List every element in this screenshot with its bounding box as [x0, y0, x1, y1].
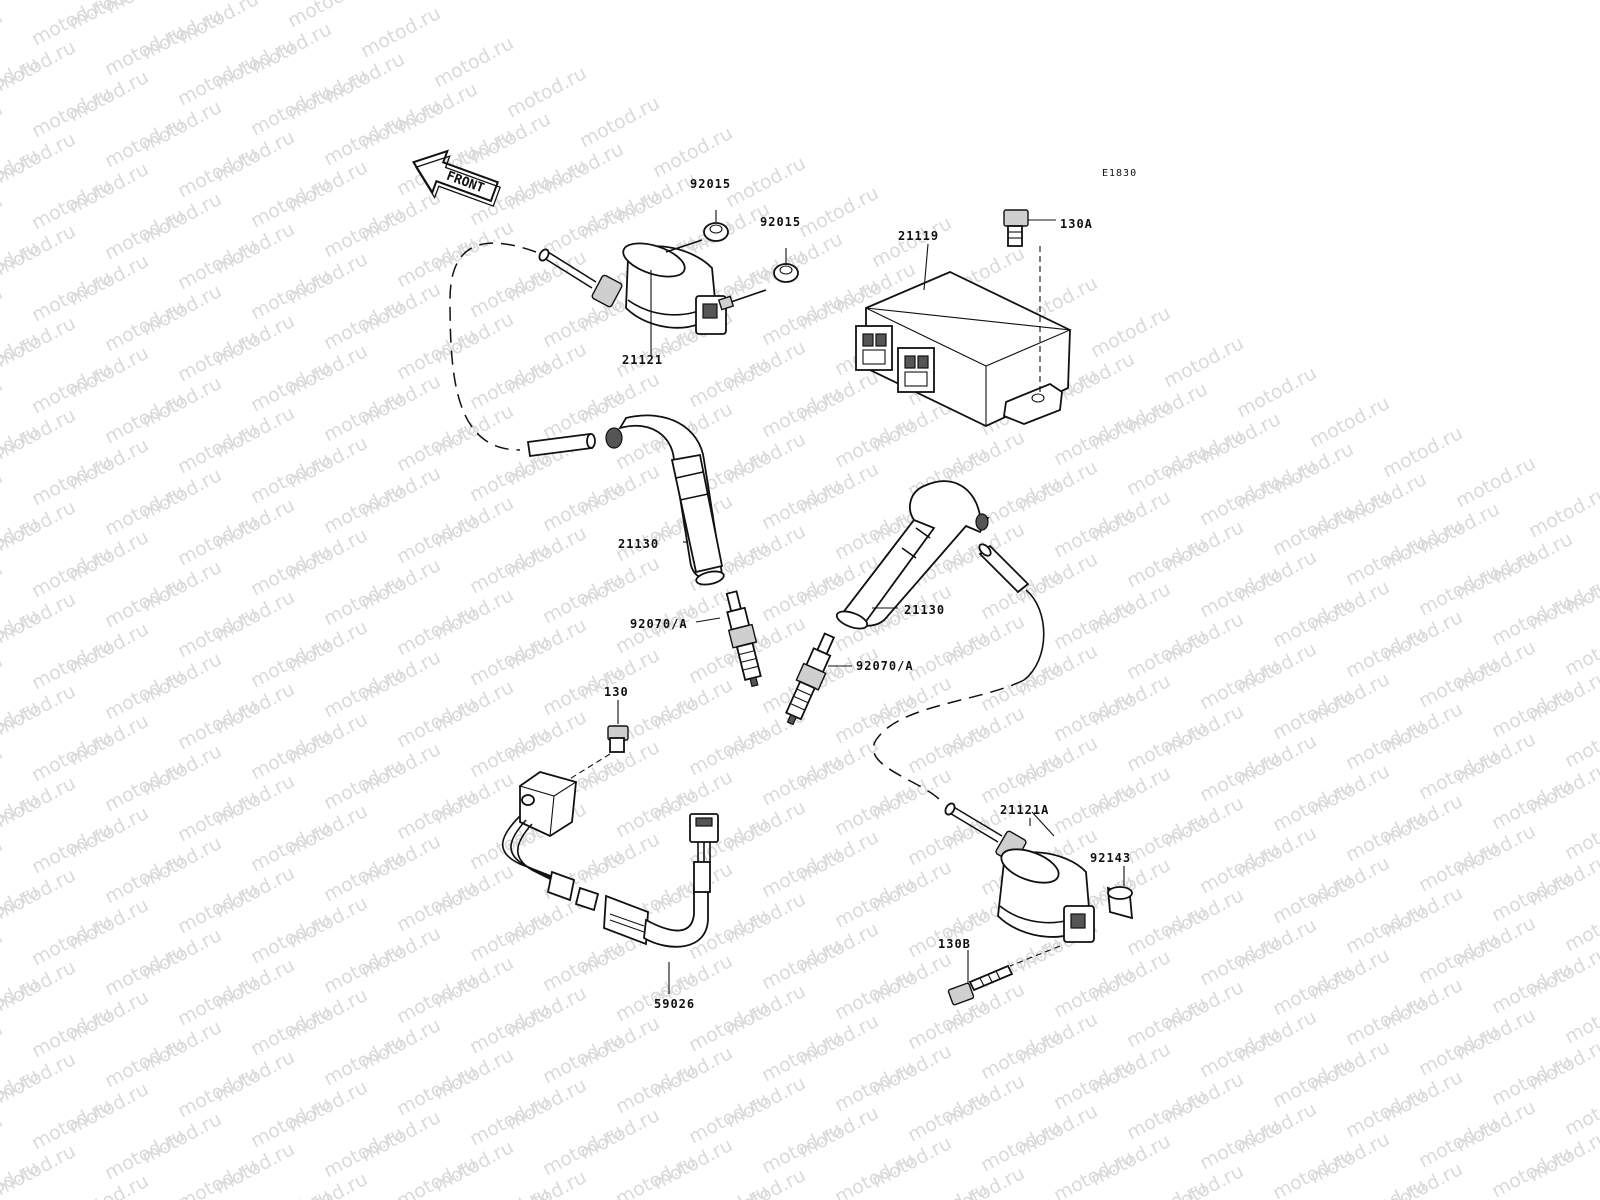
leader-lines: [650, 243, 1031, 826]
watermark-text: motod.ru: [466, 1182, 553, 1200]
label-21121a: 21121A: [1000, 803, 1049, 817]
plug-cap-left: [605, 414, 725, 586]
bolt-130b: [947, 950, 1014, 1006]
watermark-text: motod.ru: [0, 1018, 6, 1078]
label-21119: 21119: [898, 229, 939, 243]
watermark-text: motod.ru: [0, 0, 42, 20]
watermark-text: motod.ru: [0, 972, 42, 1032]
watermark-text: motod.ru: [0, 6, 6, 66]
watermark-text: motod.ru: [0, 144, 42, 204]
label-92070-a: 92070/A: [630, 617, 688, 631]
spark-plug-left: [725, 590, 762, 688]
watermark-text: motod.ru: [0, 282, 6, 342]
watermark-text: motod.ru: [0, 466, 6, 526]
label-130a: 130A: [1060, 217, 1093, 231]
watermark-text: motod.ru: [0, 880, 42, 940]
watermark-text: motod.ru: [0, 420, 42, 480]
watermark-text: motod.ru: [393, 1152, 480, 1200]
plug-cap-right: [835, 480, 990, 630]
watermark-text: motod.ru: [0, 742, 6, 802]
watermark-text: motod.ru: [0, 190, 6, 250]
watermark-text: motod.ru: [247, 1184, 334, 1200]
watermark-text: motod.ru: [0, 0, 79, 4]
label-21130-b: 21130: [904, 603, 945, 617]
label-92143: 92143: [1090, 851, 1131, 865]
watermark-text: motod.ru: [174, 1154, 261, 1200]
watermark-text: motod.ru: [831, 1148, 918, 1200]
watermark-text: motod.ru: [904, 1178, 991, 1200]
bolt-130: [567, 700, 629, 781]
label-92015-a: 92015: [690, 177, 731, 191]
cdi-unit: [855, 246, 1073, 427]
nut-92015-a: [703, 210, 729, 242]
watermark-text: motod.ru: [1123, 1176, 1210, 1200]
watermark-text: motod.ru: [1342, 1174, 1429, 1200]
watermark-text: motod.ru: [0, 98, 6, 158]
part-labels: 92015 92015 21119 130A 21121 21130 21130…: [604, 177, 1131, 1011]
label-92015-b: 92015: [760, 215, 801, 229]
collar-92143: [1106, 866, 1134, 920]
watermark-text: motod.ru: [0, 926, 6, 986]
watermark-text: motod.ru: [0, 328, 42, 388]
watermark-text: motod.ru: [685, 1180, 772, 1200]
watermark-text: motod.ru: [0, 512, 42, 572]
watermark-text: motod.ru: [0, 374, 6, 434]
label-59026: 59026: [654, 997, 695, 1011]
watermark-text: motod.ru: [1561, 1172, 1600, 1200]
watermark-text: motod.ru: [0, 52, 42, 112]
label-21130-a: 21130: [618, 537, 659, 551]
nut-92015-b: [773, 248, 799, 283]
label-130b: 130B: [938, 937, 971, 951]
watermark-text: motod.ru: [0, 788, 42, 848]
pickup-coil-harness: [501, 771, 719, 994]
watermark-text: motod.ru: [612, 1150, 699, 1200]
watermark-text: motod.ru: [0, 604, 42, 664]
label-21121: 21121: [622, 353, 663, 367]
label-130: 130: [604, 685, 629, 699]
ignition-coil-rear: [944, 802, 1095, 967]
watermark-text: motod.ru: [0, 834, 6, 894]
lead-tube-upper: [526, 432, 596, 458]
watermark-text: motod.ru: [0, 1110, 6, 1170]
watermark-text: motod.ru: [0, 650, 6, 710]
lead-routing-upper: [449, 242, 537, 451]
watermark-text: motod.ru: [0, 696, 42, 756]
lead-routing-lower: [872, 679, 1025, 801]
label-92070-b: 92070/A: [856, 659, 914, 673]
ignition-coil-front: [538, 239, 767, 335]
spark-plug-right: [785, 632, 836, 726]
lead-tube-lower: [978, 543, 1045, 681]
bolt-130a: [1003, 209, 1056, 247]
watermark-text: motod.ru: [0, 558, 6, 618]
watermark-text: motod.ru: [0, 236, 42, 296]
watermark-text: motod.ru: [0, 1064, 42, 1124]
diagram-code: E1830: [1102, 168, 1137, 179]
